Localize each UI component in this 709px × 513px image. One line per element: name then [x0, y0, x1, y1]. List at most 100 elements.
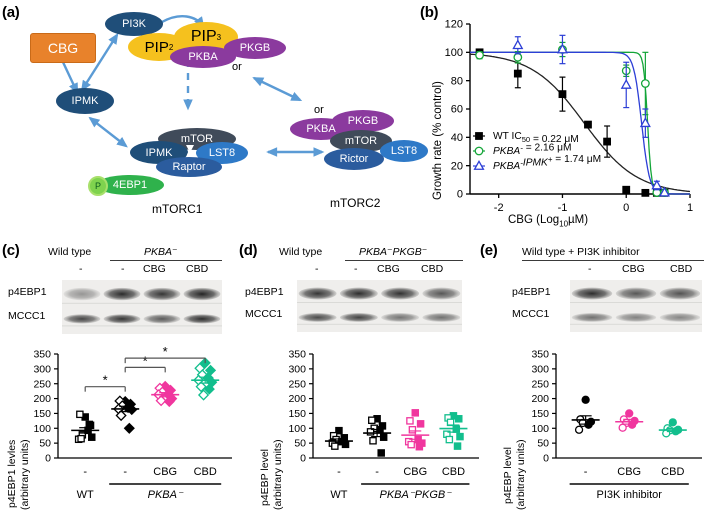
panel-b-xtick: 1 [687, 202, 693, 214]
node-cbg: CBG [30, 33, 96, 63]
category-label: CBG [153, 466, 177, 478]
data-point [603, 137, 612, 146]
blot-band [422, 287, 461, 300]
scatter-group [71, 410, 100, 444]
data-point [513, 52, 523, 62]
panel-c-label: (c) [2, 242, 20, 259]
y-tick-label: 50 [39, 438, 51, 450]
panel-b-xtick: -1 [558, 202, 568, 214]
data-point [411, 409, 420, 417]
data-point [556, 43, 568, 54]
panel-b-xlabel: CBG (Log10µM) [508, 214, 589, 229]
panel-c-lane-2: - [121, 263, 125, 275]
scatter-group [363, 415, 392, 457]
panel-b-legend-entry: PKBA- = 2.16 μM [473, 143, 571, 157]
data-point [574, 425, 584, 434]
panel-d-blot-row-mccc1: MCCC1 [245, 308, 283, 320]
data-point [474, 146, 484, 156]
blot-band [339, 287, 378, 300]
data-point [475, 50, 484, 60]
node-lst8-2: LST8 [380, 140, 428, 162]
y-tick-label: 150 [33, 408, 51, 420]
panel-b-dose-response: (b) Growth rate (% control) CBG (Log10µM… [418, 0, 709, 240]
category-label: CBD [442, 466, 465, 478]
y-tick-label: 300 [33, 363, 51, 375]
data-point [455, 415, 463, 423]
panel-b-legend-text: WT IC50 = 0.22 μM [493, 131, 579, 145]
blot-band [298, 313, 337, 322]
y-tick-label: 150 [531, 408, 549, 420]
data-point [85, 420, 94, 429]
data-point [558, 90, 567, 99]
panel-e-label: (e) [480, 242, 498, 259]
data-point [407, 440, 415, 449]
panel-b-ytick: 100 [445, 47, 463, 59]
blot-band [183, 287, 221, 301]
blot-band [103, 287, 141, 301]
node-4ebp1-label: 4EBP1 [112, 179, 148, 191]
panel-d-lane-3: CBG [377, 263, 400, 275]
group-label: WT [330, 489, 347, 501]
data-point [618, 423, 627, 432]
blot-band [143, 287, 181, 301]
node-pkba-2-label: PKBA [306, 123, 336, 135]
node-lst8-2-label: LST8 [390, 145, 418, 157]
panel-b-legend-text: PKBA- = 2.16 μM [493, 143, 571, 157]
node-pkgb-2-label: PKGB [347, 115, 379, 127]
blot-band [183, 314, 221, 324]
data-point [88, 433, 96, 441]
category-label: CBG [617, 466, 641, 478]
node-pkgb-top-label: PKGB [239, 42, 271, 54]
node-ipmk-complex1-label: IPMK [145, 146, 173, 159]
panel-b-legend-entry: PKBA-IPMK+ = 1.74 μM [473, 154, 601, 172]
data-point [658, 186, 671, 197]
panel-b-fit-curve [470, 51, 690, 195]
data-point [651, 179, 663, 190]
blot-band [339, 313, 378, 322]
panel-b-ytick: 80 [451, 75, 463, 87]
panel-b-fit-curve [470, 51, 690, 195]
panel-b-ytick: 40 [451, 132, 463, 144]
or-label-top: or [232, 61, 242, 73]
node-phospho-p-label: P [94, 181, 101, 191]
data-point [197, 389, 210, 401]
panel-c-header-pkba: PKBA⁻ [144, 246, 178, 258]
blot-band [381, 287, 420, 300]
node-4ebp1: 4EBP1 [96, 175, 164, 195]
panel-d-lane-1: - [315, 263, 319, 275]
panel-b-ytick: 0 [457, 189, 463, 201]
panel-c-lane-3: CBG [143, 263, 166, 275]
data-point [406, 417, 414, 425]
data-point [366, 428, 375, 436]
y-tick-label: 0 [45, 453, 51, 465]
y-tick-label: 150 [288, 408, 306, 420]
category-label: CBD [194, 466, 217, 478]
data-point [456, 432, 464, 441]
panel-b-ytick: 20 [451, 160, 463, 172]
data-point [415, 442, 424, 451]
y-tick-label: 100 [531, 423, 549, 435]
blot-band [381, 313, 420, 322]
node-pip3-subscript: 3 [216, 32, 222, 42]
data-point [155, 395, 167, 407]
y-tick-label: 50 [294, 438, 306, 450]
panel-c-blot-row-p4ebp1: p4EBP1 [8, 286, 47, 298]
data-point [453, 442, 462, 450]
blot-band [615, 287, 657, 300]
blot-band [659, 287, 701, 300]
scatter-group [439, 412, 468, 450]
data-point [377, 449, 385, 457]
data-point [668, 418, 677, 427]
data-point [622, 185, 631, 194]
y-tick-label: 200 [288, 393, 306, 405]
blot-band [143, 314, 181, 324]
data-point [475, 132, 483, 140]
node-mtor-1-label: mTOR [180, 133, 214, 145]
node-phospho-p: P [88, 176, 108, 196]
y-tick-label: 300 [531, 363, 549, 375]
category-label: - [123, 466, 127, 478]
